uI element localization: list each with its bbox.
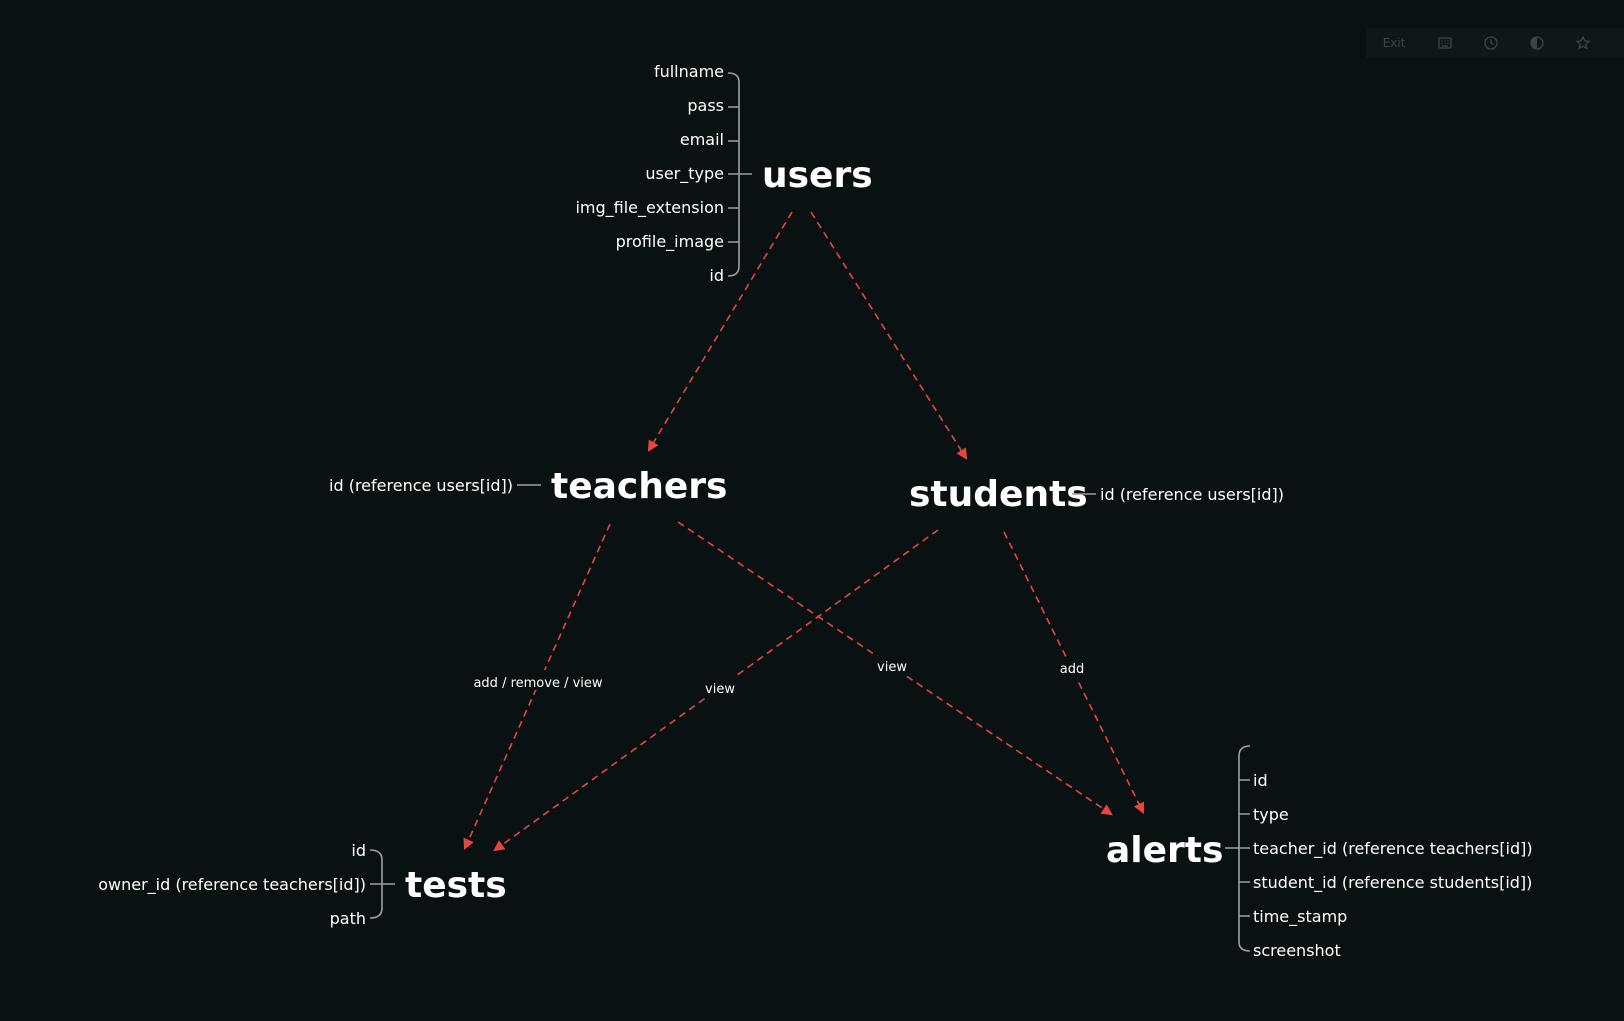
users-field: pass: [687, 96, 724, 115]
toolbar: Exit: [1366, 28, 1624, 58]
edge-label-teachers-tests: add / remove / view: [473, 676, 602, 691]
alerts-bracket: [1225, 745, 1251, 952]
users-field: user_type: [645, 164, 724, 184]
alerts-field: screenshot: [1253, 941, 1341, 960]
node-students[interactable]: students id (reference users[id]): [909, 474, 1284, 515]
users-field: fullname: [654, 62, 724, 81]
alerts-field: time_stamp: [1253, 907, 1347, 927]
alerts-field: type: [1253, 805, 1289, 824]
tests-field: id: [351, 841, 366, 860]
contrast-icon[interactable]: [1514, 28, 1560, 58]
star-icon[interactable]: [1560, 28, 1606, 58]
teachers-field: id (reference users[id]): [329, 476, 513, 495]
exit-button[interactable]: Exit: [1382, 36, 1406, 50]
node-title-alerts[interactable]: alerts: [1106, 830, 1223, 871]
node-alerts[interactable]: alerts id type teacher_id (reference tea…: [1106, 745, 1533, 960]
node-title-teachers[interactable]: teachers: [551, 466, 727, 507]
node-tests[interactable]: tests id owner_id (reference teachers[id…: [98, 841, 507, 928]
edge-label-students-tests: view: [705, 682, 735, 697]
users-field: img_file_extension: [575, 198, 724, 218]
alerts-field: id: [1253, 771, 1268, 790]
edges: [463, 211, 1145, 852]
tests-bracket: [369, 849, 395, 919]
users-field: email: [680, 130, 724, 149]
edge-label-students-alerts: add: [1060, 662, 1084, 677]
tests-field: owner_id (reference teachers[id]): [98, 875, 366, 895]
edge-users-teachers[interactable]: [647, 211, 793, 452]
edge-users-students[interactable]: [810, 211, 968, 460]
alerts-field: student_id (reference students[id]): [1253, 873, 1532, 893]
node-title-students[interactable]: students: [909, 474, 1088, 515]
edge-labels: add / remove / view view view add: [468, 656, 1088, 697]
history-icon[interactable]: [1468, 28, 1514, 58]
users-field: id: [709, 266, 724, 285]
users-field: profile_image: [616, 232, 724, 252]
edge-label-teachers-alerts: view: [877, 660, 907, 675]
users-bracket: [727, 72, 752, 277]
node-teachers[interactable]: teachers id (reference users[id]): [329, 466, 727, 507]
tests-field: path: [330, 909, 366, 928]
keyboard-icon[interactable]: [1422, 28, 1468, 58]
node-users[interactable]: users fullname pass email user_type img_…: [575, 62, 872, 285]
edge-teachers-alerts[interactable]: [677, 521, 1113, 816]
alerts-field: teacher_id (reference teachers[id]): [1253, 839, 1533, 859]
node-title-users[interactable]: users: [762, 155, 873, 196]
students-field: id (reference users[id]): [1100, 485, 1284, 504]
node-title-tests[interactable]: tests: [405, 865, 507, 906]
